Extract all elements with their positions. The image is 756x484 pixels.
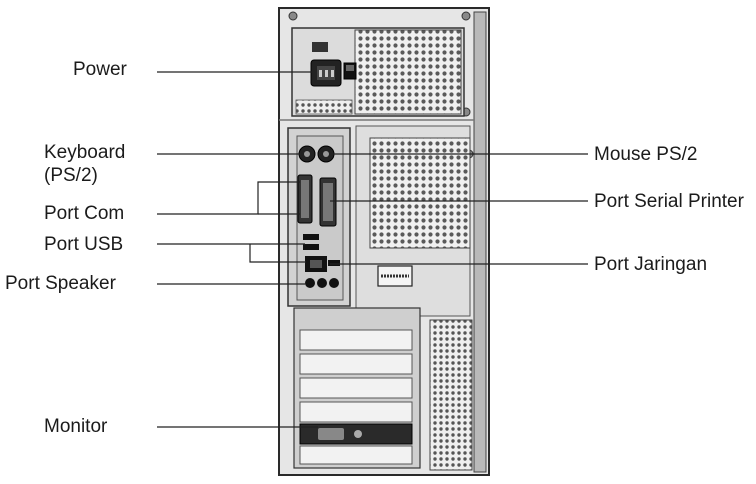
label-power: Power (73, 59, 127, 80)
label-monitor: Monitor (44, 416, 108, 437)
usb-port-icon (303, 234, 319, 250)
label-port-speaker: Port Speaker (5, 273, 116, 294)
keyboard-port-icon (298, 145, 316, 163)
side-vent (429, 319, 473, 471)
voltage-switch-icon (312, 42, 328, 52)
speaker-port-icon (305, 278, 339, 288)
label-port-jaringan: Port Jaringan (594, 254, 708, 275)
label-keyboard: Keyboard (PS/2) (44, 142, 126, 186)
label-port-com: Port Com (44, 203, 125, 224)
power-switch-icon (343, 62, 357, 80)
case-fan-vent (355, 125, 471, 317)
monitor-port-icon (299, 423, 413, 445)
power-supply (291, 27, 465, 117)
com-port-icon (297, 174, 313, 224)
io-panel (287, 127, 351, 307)
network-port-icon (305, 256, 340, 272)
serial-printer-port-icon (319, 177, 337, 227)
power-socket-icon (310, 59, 342, 87)
label-mouse-ps2: Mouse PS/2 (594, 144, 698, 165)
leader-lines (157, 71, 588, 428)
label-port-usb: Port USB (44, 234, 124, 255)
label-port-serial-printer: Port Serial Printer (594, 191, 744, 212)
